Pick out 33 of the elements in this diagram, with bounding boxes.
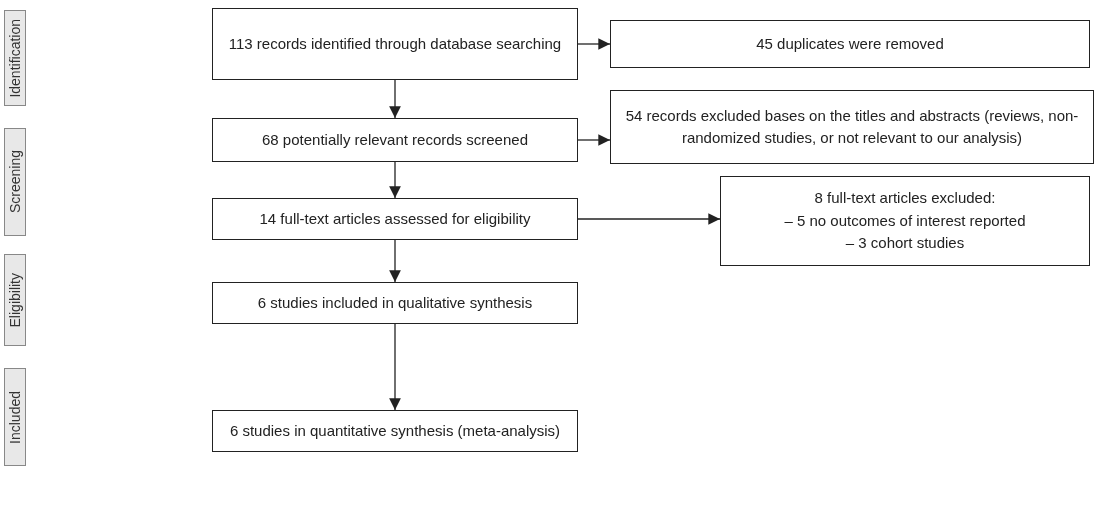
box-text: 6 studies in quantitative synthesis (meta-analysis) [229, 420, 561, 441]
box-text: 45 duplicates were removed [756, 33, 944, 54]
arrow [389, 79, 401, 119]
stage-tab [4, 368, 26, 466]
arrow [577, 38, 611, 50]
box-text: – 5 no outcomes of interest reported [784, 210, 1026, 231]
process-box [212, 118, 578, 162]
stage-label: Identification [7, 18, 23, 98]
stage-tab [4, 10, 26, 106]
arrow [389, 161, 401, 199]
box-text: 6 studies included in qualitative synthesis [257, 292, 533, 313]
process-box [610, 20, 1090, 68]
stage-tab [4, 254, 26, 346]
stage-label: Screening [7, 150, 23, 214]
stage-label: Eligibility [7, 272, 23, 328]
arrow [389, 323, 401, 411]
process-box [212, 282, 578, 324]
box-text: 54 records excluded bases on the titles and abstracts (reviews, non-randomized studies, or not relevant to our analysis) [624, 105, 1080, 148]
box-text: – 3 cohort studies [845, 233, 965, 254]
arrow [577, 213, 721, 225]
stage-tab [4, 128, 26, 236]
arrow [389, 239, 401, 283]
stage-label: Included [7, 390, 23, 444]
process-box [212, 410, 578, 452]
box-text: 8 full-text articles excluded: [814, 188, 996, 209]
process-box [212, 8, 578, 80]
process-box [610, 90, 1094, 164]
box-text: 68 potentially relevant records screened [262, 129, 528, 150]
box-text: 14 full-text articles assessed for eligibility [259, 208, 531, 229]
process-box [720, 176, 1090, 266]
process-box [212, 198, 578, 240]
arrow [577, 134, 611, 146]
box-text: 113 records identified through database searching [228, 33, 562, 54]
